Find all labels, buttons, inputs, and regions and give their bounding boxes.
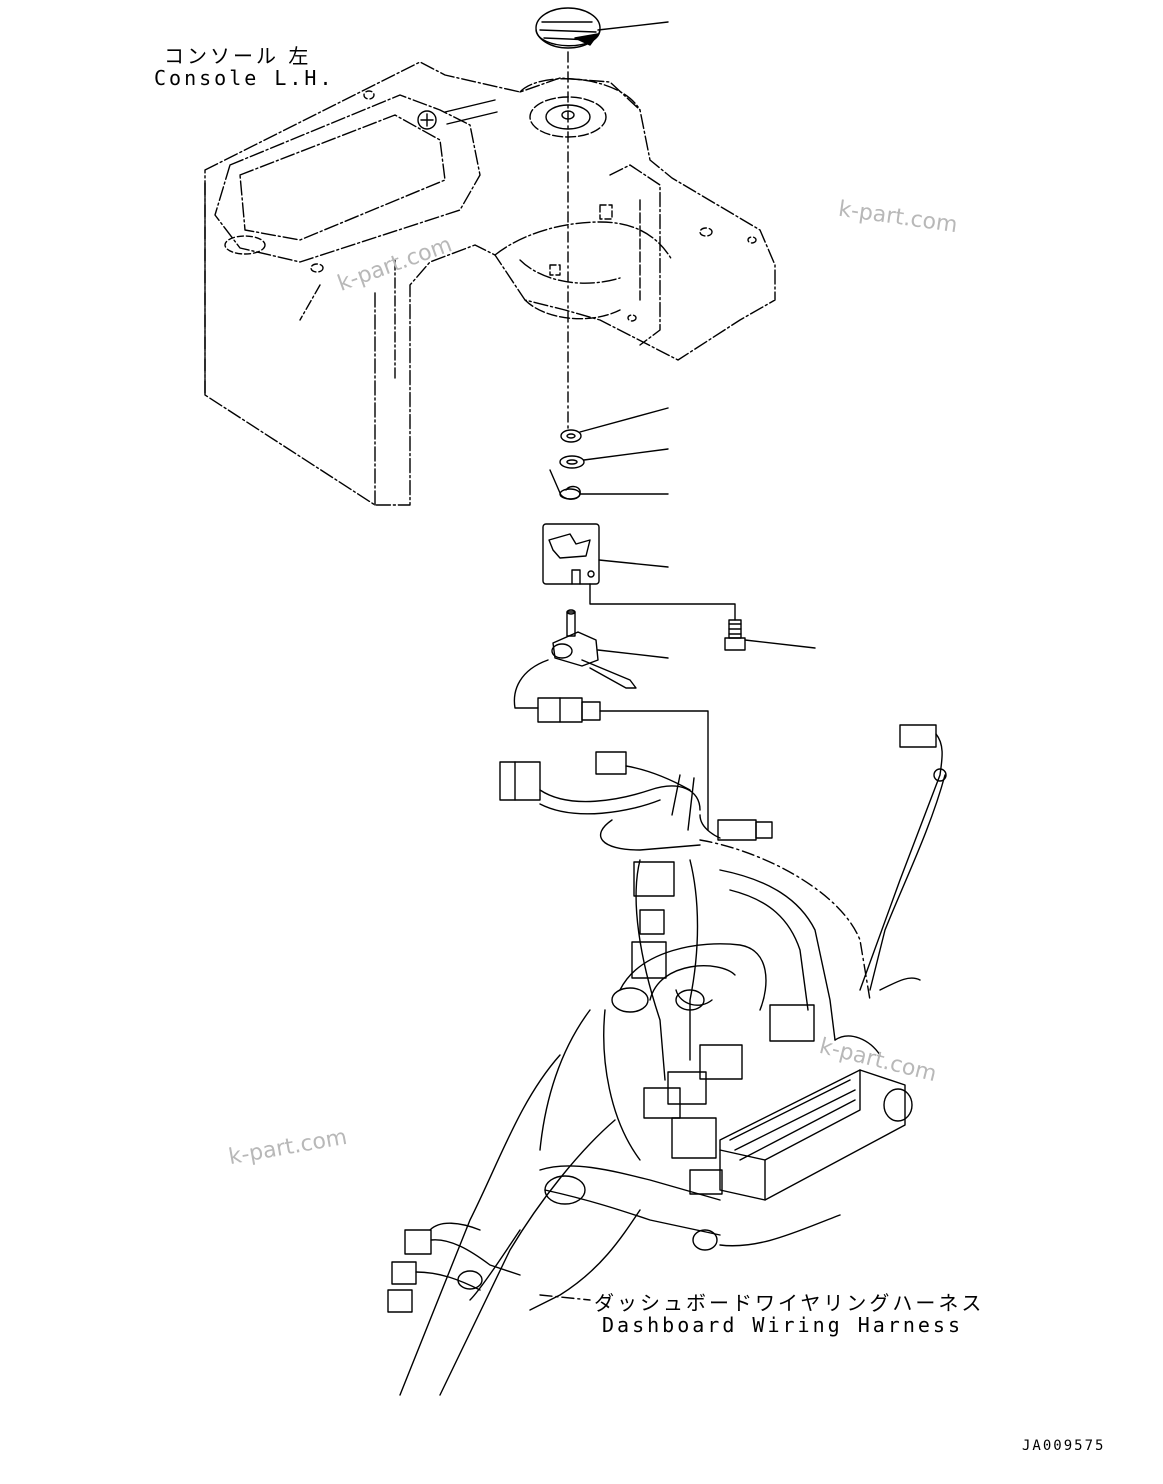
washer-1-drawing	[561, 430, 581, 442]
leader-line-washer-2	[584, 449, 668, 460]
drawing-code: JA009575	[1022, 1438, 1106, 1454]
bracket-plate-drawing	[543, 524, 599, 584]
console-label-english: Console L.H.	[154, 66, 335, 90]
switch-to-harness-line	[600, 711, 708, 830]
dashboard-wiring-harness-drawing	[388, 725, 946, 1395]
console-label-japanese: コンソール 左	[164, 44, 312, 68]
console-lh-drawing	[205, 62, 775, 505]
harness-label-anchor	[540, 1295, 590, 1300]
leader-line-bolt	[745, 640, 815, 648]
leader-line-switch	[598, 650, 668, 658]
leader-line-bracket	[599, 560, 668, 567]
knob-cap-drawing	[536, 8, 600, 48]
spring-plate-drawing	[550, 470, 580, 499]
leader-line-washer-1	[580, 408, 668, 432]
washer-2-drawing	[560, 456, 584, 468]
bolt-drawing	[725, 620, 745, 650]
leader-line-knob	[598, 22, 668, 30]
bracket-to-bolt-line	[590, 584, 735, 620]
harness-label-english: Dashboard Wiring Harness	[602, 1313, 963, 1337]
rotary-switch-drawing	[514, 610, 636, 722]
harness-label-japanese: ダッシュボードワイヤリングハーネス	[594, 1291, 985, 1315]
